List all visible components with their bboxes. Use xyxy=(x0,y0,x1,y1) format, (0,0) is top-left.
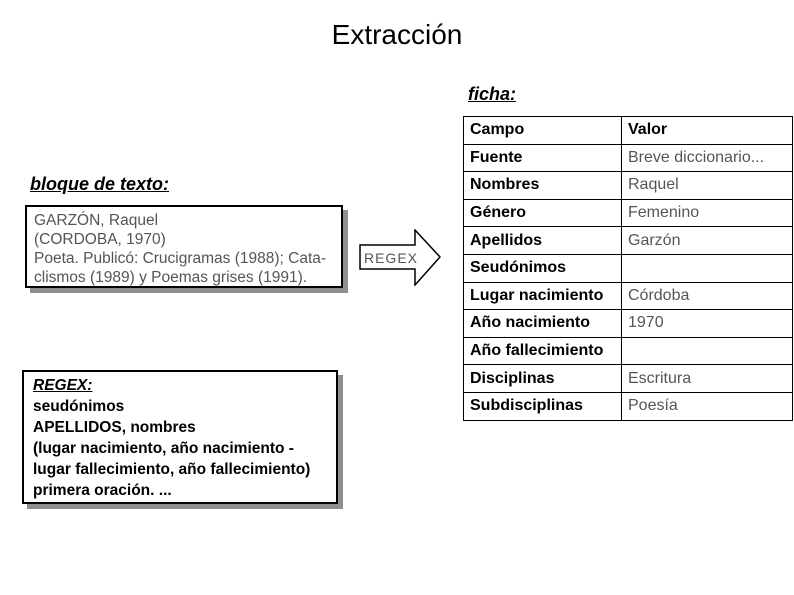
table-row: Disciplinas Escritura xyxy=(463,364,793,393)
table-row: Año fallecimiento xyxy=(463,336,793,366)
cell-campo: Subdisciplinas xyxy=(463,391,622,421)
regex-line: APELLIDOS, nombres xyxy=(33,419,196,436)
regex-line: seudónimos xyxy=(33,398,125,415)
cell-valor: Breve diccionario... xyxy=(621,143,793,173)
bloque-de-texto-label: bloque de texto: xyxy=(30,174,169,194)
cell-valor xyxy=(621,336,793,366)
table-row: Apellidos Garzón xyxy=(463,226,793,255)
cell-campo: Nombres xyxy=(463,171,622,200)
table-row: Género Femenino xyxy=(463,198,793,228)
text-block-line: (CORDOBA, 1970) xyxy=(34,231,166,248)
cell-campo: Apellidos xyxy=(463,226,622,255)
cell-campo: Año fallecimiento xyxy=(463,336,622,366)
header-campo: Campo xyxy=(463,116,622,145)
text-block-line: GARZÓN, Raquel xyxy=(34,212,159,229)
table-header-row: Campo Valor xyxy=(463,116,793,145)
table-row: Fuente Breve diccionario... xyxy=(463,143,793,173)
slide-title: Extracción xyxy=(331,19,463,50)
regex-box: REGEX: seudónimos APELLIDOS, nombres (lu… xyxy=(22,370,338,504)
ficha-table: Campo Valor Fuente Breve diccionario... … xyxy=(463,116,793,421)
cell-valor: 1970 xyxy=(621,309,793,338)
regex-line: lugar fallecimiento, año fallecimiento) xyxy=(33,461,311,478)
cell-campo: Lugar nacimiento xyxy=(463,281,622,311)
cell-campo: Año nacimiento xyxy=(463,309,622,338)
header-valor: Valor xyxy=(621,116,793,145)
regex-arrow: REGEX xyxy=(359,229,441,286)
right-arrow-icon xyxy=(359,229,441,286)
table-row: Subdisciplinas Poesía xyxy=(463,391,793,421)
cell-campo: Seudónimos xyxy=(463,253,622,283)
cell-valor: Garzón xyxy=(621,226,793,255)
table-row: Año nacimiento 1970 xyxy=(463,309,793,338)
regex-arrow-label: REGEX xyxy=(363,250,418,266)
text-block-line: Poeta. Publicó: Crucigramas (1988); Cata… xyxy=(34,250,327,267)
cell-valor: Raquel xyxy=(621,171,793,200)
regex-heading: REGEX: xyxy=(33,377,93,394)
text-block-line: clismos (1989) y Poemas grises (1991). xyxy=(34,269,308,286)
ficha-label: ficha: xyxy=(468,84,517,104)
cell-valor xyxy=(621,253,793,283)
cell-campo: Fuente xyxy=(463,143,622,173)
cell-valor: Poesía xyxy=(621,391,793,421)
cell-valor: Escritura xyxy=(621,364,793,393)
cell-valor: Femenino xyxy=(621,198,793,228)
regex-line: primera oración. ... xyxy=(33,482,172,499)
cell-campo: Disciplinas xyxy=(463,364,622,393)
regex-line: (lugar nacimiento, año nacimiento - xyxy=(33,440,294,457)
table-row: Nombres Raquel xyxy=(463,171,793,200)
cell-campo: Género xyxy=(463,198,622,228)
cell-valor: Córdoba xyxy=(621,281,793,311)
text-block: GARZÓN, Raquel (CORDOBA, 1970) Poeta. Pu… xyxy=(25,205,343,288)
table-row: Seudónimos xyxy=(463,253,793,283)
table-row: Lugar nacimiento Córdoba xyxy=(463,281,793,311)
